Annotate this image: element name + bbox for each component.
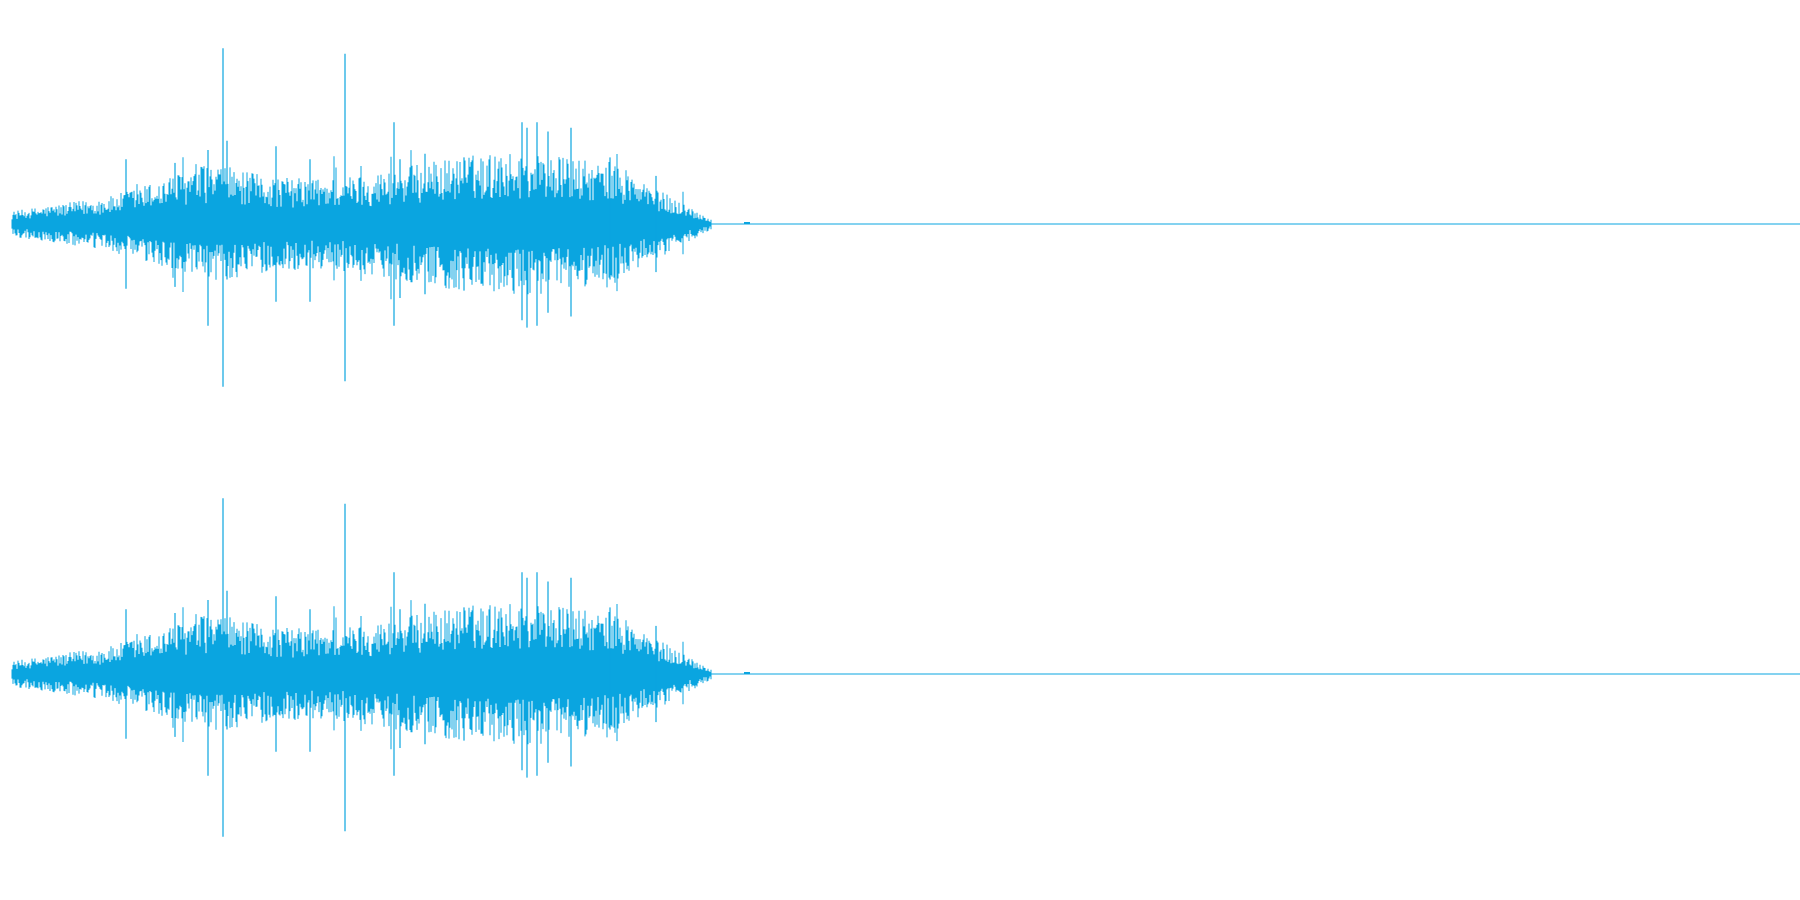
channel-1-waveform bbox=[11, 48, 1800, 387]
waveform-body bbox=[11, 150, 712, 300]
channel-2-waveform bbox=[11, 498, 1800, 837]
waveform-body bbox=[11, 600, 712, 750]
